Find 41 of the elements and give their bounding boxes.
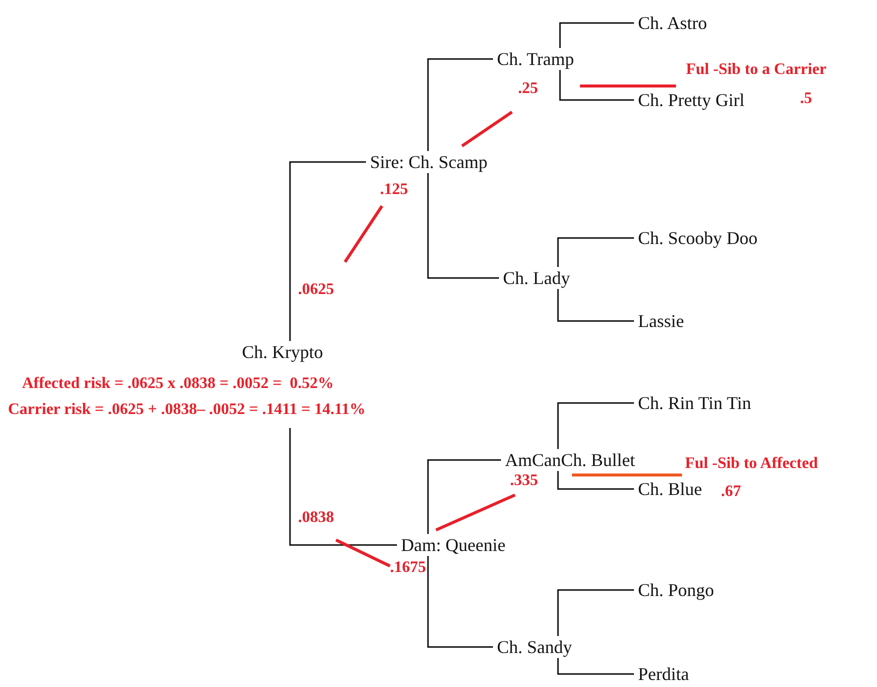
name-label: Ch. Lady bbox=[503, 267, 570, 289]
pedigree-line bbox=[427, 173, 499, 279]
risk-formula: Affected risk = .0625 x .0838 = .0052 = 0.52% bbox=[22, 374, 334, 393]
name-label: AmCanCh. Bullet bbox=[505, 449, 635, 471]
pedigree-line bbox=[557, 658, 634, 675]
name-label: Ch. Blue bbox=[638, 478, 702, 500]
pedigree-line bbox=[427, 459, 501, 534]
pedigree-line bbox=[427, 58, 493, 151]
risk-formula: Carrier risk = .0625 + .0838– .0052 = .1411 = 14.11% bbox=[8, 400, 366, 419]
name-label: Ch. Tramp bbox=[497, 48, 574, 70]
annotation-text: Ful -Sib to Affected bbox=[685, 454, 818, 473]
name-label: Lassie bbox=[638, 310, 684, 332]
pedigree-line bbox=[557, 589, 634, 636]
name-label: Ch. Rin Tin Tin bbox=[638, 392, 752, 414]
probability-value: .335 bbox=[510, 471, 538, 490]
probability-value: .25 bbox=[518, 79, 538, 98]
probability-value: .0838 bbox=[298, 508, 334, 527]
probability-value: .0625 bbox=[298, 280, 334, 299]
name-label: Perdita bbox=[638, 663, 689, 685]
pedigree-line bbox=[557, 237, 634, 267]
name-label: Ch. Scooby Doo bbox=[638, 227, 758, 249]
probability-value: .67 bbox=[721, 482, 741, 501]
pedigree-line bbox=[557, 471, 634, 490]
pedigree-line bbox=[559, 70, 634, 101]
pedigree-line bbox=[559, 22, 634, 48]
name-label: Sire: Ch. Scamp bbox=[370, 151, 488, 173]
probability-value: .125 bbox=[380, 180, 408, 199]
pedigree-line bbox=[289, 428, 397, 546]
name-label: Ch. Sandy bbox=[497, 636, 572, 658]
annotation-text: Ful -Sib to a Carrier bbox=[686, 60, 826, 79]
name-label: Ch. Astro bbox=[638, 12, 708, 34]
name-label: Dam: Queenie bbox=[401, 534, 506, 556]
name-label: Ch. Pretty Girl bbox=[638, 89, 744, 111]
name-label: Ch. Pongo bbox=[638, 579, 714, 601]
pedigree-line bbox=[557, 289, 634, 322]
probability-value: .1675 bbox=[390, 558, 426, 577]
probability-value: .5 bbox=[800, 89, 812, 108]
pedigree-line bbox=[557, 402, 634, 449]
pedigree-line bbox=[427, 556, 493, 648]
name-label: Ch. Krypto bbox=[242, 341, 323, 363]
pedigree-line bbox=[289, 161, 366, 341]
